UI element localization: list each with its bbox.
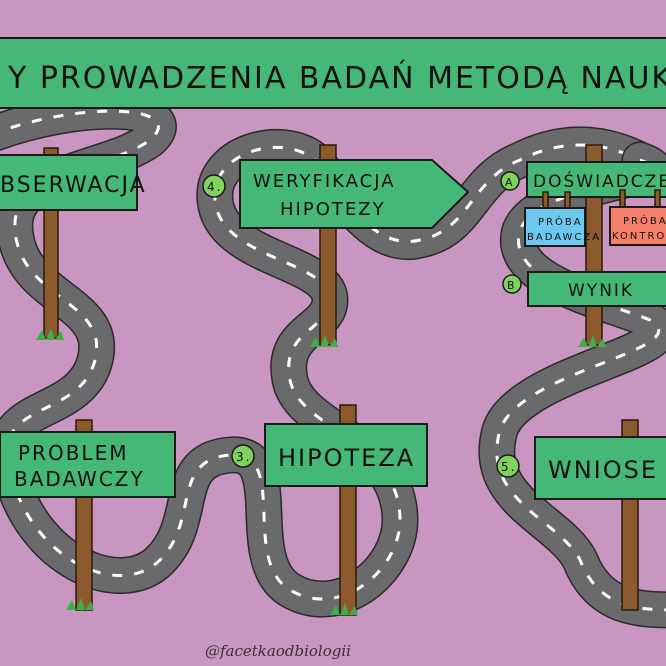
- grass: [578, 335, 606, 347]
- sign-doswiadczenie: DOŚWIADCZENI: [526, 161, 666, 198]
- badge-label: 4.: [207, 180, 222, 194]
- card-label: PRÓBA: [623, 214, 666, 227]
- sign-wnioski: WNIOSE: [534, 436, 666, 500]
- card-proba-kontrolna: PRÓBA KONTROLN: [609, 206, 666, 246]
- card-label: PRÓBA: [538, 215, 583, 228]
- grass: [330, 603, 358, 615]
- sign-weryfikacja-hipotezy: WERYFIKACJA HIPOTEZY: [239, 159, 470, 229]
- sign-wynik: WYNIK: [527, 271, 666, 307]
- badge-b: B: [502, 274, 522, 294]
- grass: [66, 598, 94, 610]
- watermark: @facetkaodbiologii: [205, 642, 351, 660]
- card-proba-badawcza: PRÓBA BADAWCZA: [524, 207, 601, 247]
- badge-label: A: [505, 176, 515, 189]
- title-text: Y PROWADZENIA BADAŃ METODĄ NAUK: [7, 60, 666, 96]
- sign-label: DOŚWIADCZENI: [533, 170, 666, 192]
- sign-hipoteza: HIPOTEZA: [264, 423, 428, 487]
- grass: [36, 328, 64, 340]
- sign-label: BSERWACJA: [0, 173, 147, 198]
- card-label: KONTROLN: [612, 231, 666, 242]
- grass: [310, 335, 338, 347]
- sign-label: BADAWCZY: [14, 467, 145, 491]
- title-banner: Y PROWADZENIA BADAŃ METODĄ NAUK: [0, 37, 666, 109]
- badge-label: 3.: [236, 450, 251, 464]
- badge-label: 5.: [501, 460, 516, 474]
- sign-label: HIPOTEZA: [278, 444, 415, 472]
- sign-obserwacja: BSERWACJA: [0, 154, 147, 211]
- badge-label: B: [507, 279, 517, 292]
- badge-step-3: 3.: [231, 444, 255, 468]
- sign-label: HIPOTEZY: [280, 199, 386, 220]
- badge-a: A: [500, 171, 520, 191]
- badge-step-5: 5.: [496, 454, 520, 478]
- sign-label: WERYFIKACJA: [253, 171, 396, 192]
- sign-label: WYNIK: [568, 281, 634, 301]
- sign-label: PROBLEM: [18, 441, 128, 465]
- sign-problem-badawczy: PROBLEM BADAWCZY: [0, 431, 176, 498]
- badge-step-4: 4.: [202, 174, 226, 198]
- card-label: BADAWCZA: [527, 232, 601, 243]
- sign-label: WNIOSE: [548, 456, 658, 484]
